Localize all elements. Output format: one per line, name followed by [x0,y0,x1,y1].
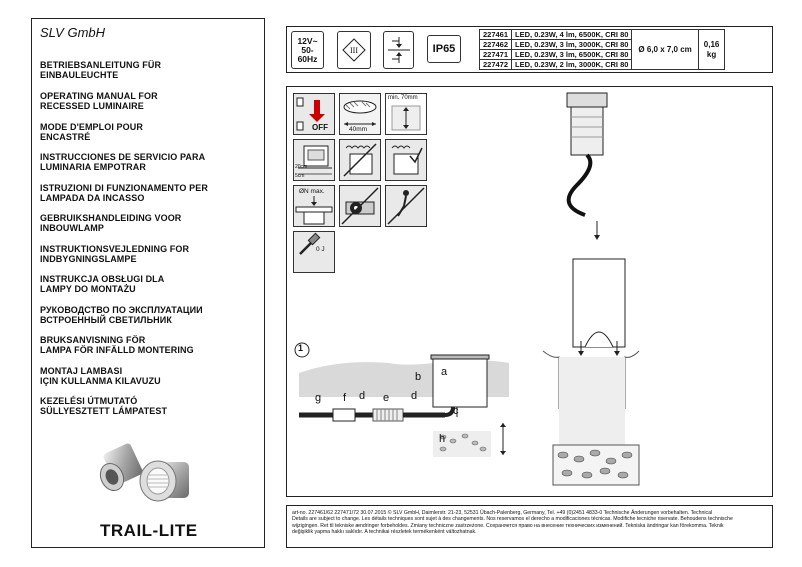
protection-class-symbol: III [337,31,371,69]
label-f: f [343,392,347,404]
footer-line: değişiklik yapma hakkı saklıdır. A techn… [292,529,477,536]
label-a: a [441,366,448,378]
label-g: g [315,392,322,404]
variant-description: LED, 0.23W, 2 lm, 3000K, CRI 80 [511,59,633,70]
footer-line: wijzigingen. Ret til tekniske ændringer … [292,522,724,529]
diameter-label: 40mm [349,126,368,133]
voltage-symbol: 12V~ 50- 60Hz [291,31,324,69]
no-water-icon [339,139,381,181]
min-depth-label: min. 70mm [388,95,418,101]
impact-energy-icon: 0 J [293,231,335,273]
variant-description: LED, 0.23W, 3 lm, 6500K, CRI 80 [511,49,633,60]
footer-line: art-no. 227461/62 227471/72 30.07.2015 ©… [292,510,713,516]
label-e: e [383,392,390,404]
article-number: 227462 [478,39,513,50]
load-label: ØN max. [299,188,325,195]
brand-name: SLV GmbH [40,25,106,40]
legal-footer: art-no. 227461/62 227471/72 30.07.2015 ©… [286,505,773,548]
label-c: c [453,405,459,417]
luminaire-front-photo [139,460,189,502]
diameter-icon: 40mm [339,93,381,135]
class-iii-icon [342,38,366,62]
luminaire-side-photo [99,443,143,492]
depth-label-bottom: 5cm [295,173,305,179]
instruction-panel: OFF 40mm min. 70mm 20cm 5cm [286,86,773,497]
variant-description: LED, 0.23W, 3 lm, 3000K, CRI 80 [511,39,633,50]
power-off-icon: OFF [293,93,335,135]
article-number: 227471 [478,49,513,60]
product-name: TRAIL-LITE [100,521,198,540]
step-number: 1 [298,343,304,353]
ip-rating-badge: IP65 [427,35,461,63]
label-d-left: d [359,390,366,402]
installation-depth-icon: 20cm 5cm [293,139,335,181]
recessed-mount-symbol [383,31,414,69]
spec-header: 12V~ 50- 60Hz III IP65 227461 LED, 0.23W… [286,26,773,73]
table-row: 227461 LED, 0.23W, 4 lm, 6500K, CRI 80 Ø… [478,29,726,70]
product-photo [99,443,189,502]
installation-diagram [294,342,509,457]
no-walking-on-icon [385,185,427,227]
assembly-sketch [542,92,640,486]
dimensions: Ø 6,0 x 7,0 cm [631,29,699,70]
max-load-icon: ØN max. [293,185,335,227]
article-number: 227461 [478,29,513,40]
article-number: 227472 [478,59,513,70]
min-depth-icon: min. 70mm [385,93,427,135]
drainage-ok-icon [385,139,427,181]
footer-line: Details are subject to change. Les détai… [292,516,733,523]
recessed-mount-icon [387,37,410,63]
hammer-label: 0 J [316,246,325,253]
off-label: OFF [312,123,328,132]
label-b: b [415,371,422,383]
label-h: h [439,433,446,445]
variant-description: LED, 0.23W, 4 lm, 6500K, CRI 80 [511,29,633,40]
table-row: 227472 LED, 0.23W, 2 lm, 3000K, CRI 80 [478,59,725,70]
label-d-right: d [411,390,418,402]
depth-label-top: 20cm [295,164,308,170]
variant-table: 227461 LED, 0.23W, 4 lm, 6500K, CRI 80 Ø… [478,29,726,70]
no-vehicle-icon [339,185,381,227]
